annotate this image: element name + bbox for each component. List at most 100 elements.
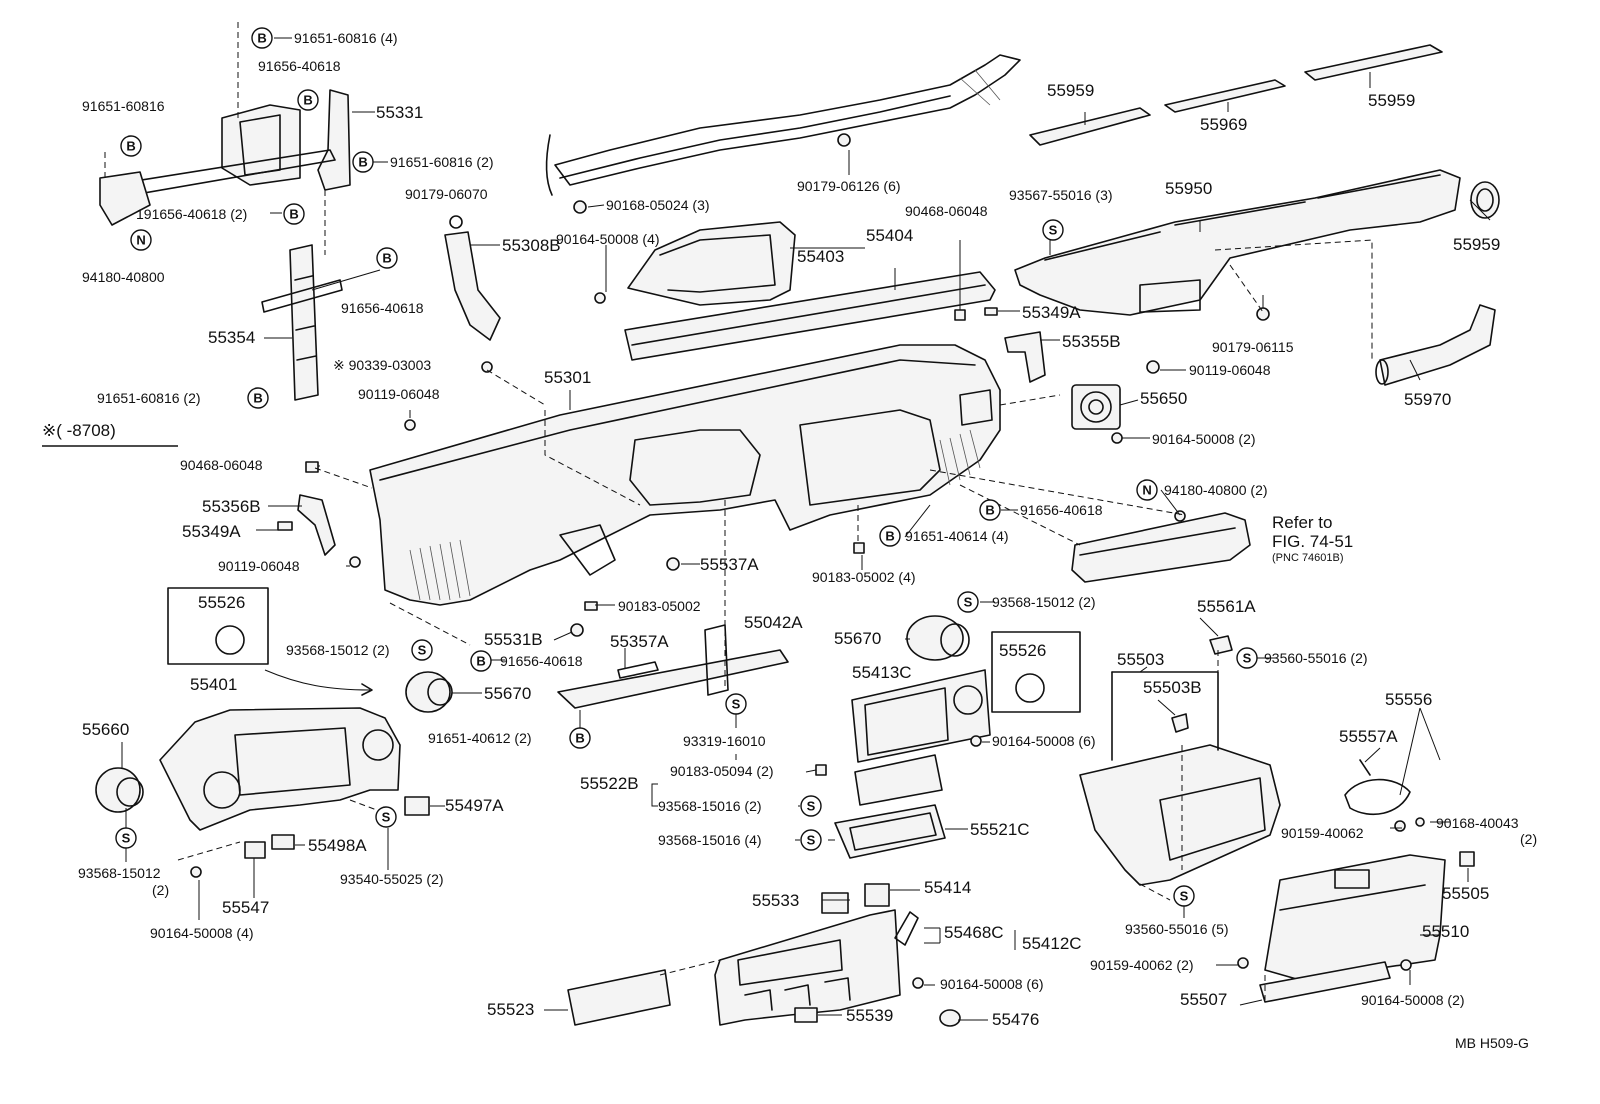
refer-line2: FIG. 74-51 (1272, 532, 1353, 551)
part-label-90468-06048-b: 90468-06048 (180, 457, 263, 473)
meter-hood-55401 (159, 707, 401, 831)
part-label-55404: 55404 (866, 226, 913, 245)
badge-n: N (130, 229, 152, 251)
svg-text:S: S (122, 831, 131, 846)
part-label-55522b: 55522B (580, 774, 639, 793)
badge-n: N (1136, 479, 1158, 501)
part-label-55959-c: 55959 (1453, 235, 1500, 254)
part-label-55042a: 55042A (744, 613, 803, 632)
part-label-93568-15016-2: 93568-15016 (2) (658, 798, 762, 814)
svg-text:S: S (807, 799, 816, 814)
part-label-55356b: 55356B (202, 497, 261, 516)
part-label-90183-05094: 90183-05094 (2) (670, 763, 774, 779)
pad-55403 (627, 221, 796, 306)
lock-cable-55556 (1344, 759, 1411, 816)
part-label-90179-06070: 90179-06070 (405, 186, 488, 202)
badge-s: S (957, 591, 979, 613)
striker-55505 (1459, 851, 1475, 867)
svg-text:B: B (126, 139, 135, 154)
part-label-55521c: 55521C (970, 820, 1030, 839)
strip-55468c (894, 911, 919, 946)
part-label-55497a: 55497A (445, 796, 504, 815)
part-label-55547: 55547 (222, 898, 269, 917)
badge-b: B (247, 387, 269, 409)
knee-pad-ref (1071, 512, 1251, 583)
switch-55547 (244, 841, 266, 859)
part-label-55414: 55414 (924, 878, 971, 897)
svg-text:B: B (575, 731, 584, 746)
svg-text:S: S (1180, 889, 1189, 904)
fasteners (190, 133, 1425, 989)
svg-text:B: B (253, 391, 262, 406)
part-label-90159-40062-b: 90159-40062 (2) (1090, 957, 1194, 973)
part-label-93540-55025: 93540-55025 (2) (340, 871, 444, 887)
part-label-55959-b: 55959 (1368, 91, 1415, 110)
vent-ring-55959 (1470, 181, 1500, 219)
svg-text:B: B (303, 93, 312, 108)
part-label-93568-15012-qty: (2) (152, 882, 169, 898)
assembly-lines (104, 22, 1373, 1000)
frame-55413c (851, 669, 991, 763)
badge-s: S (800, 795, 822, 817)
svg-text:B: B (476, 654, 485, 669)
badge-b: B (352, 151, 374, 173)
hinge-55561a (1209, 635, 1233, 655)
badge-s: S (375, 806, 397, 828)
vent-55969 (1164, 79, 1286, 113)
upper-panel-rail (545, 54, 1021, 196)
part-label-91656-40618-a: 91656-40618 (258, 58, 341, 74)
part-label-55950: 55950 (1165, 179, 1212, 198)
part-label-93560-55016-5: 93560-55016 (5) (1125, 921, 1229, 937)
part-label-55531b: 55531B (484, 630, 543, 649)
part-label-91656-40618-d: 91656-40618 (500, 653, 583, 669)
switch-55533 (821, 892, 849, 914)
badge-s: S (1173, 885, 1195, 907)
part-label-91651-60816-4: 91651-60816 (4) (294, 30, 398, 46)
part-label-90119-06048-a: 90119-06048 (1189, 362, 1271, 378)
part-label-55349a-a: 55349A (1022, 303, 1081, 322)
part-label-91656-40618-b: 91656-40618 (341, 300, 424, 316)
badge-s: S (1042, 219, 1064, 241)
hose-55970 (1375, 304, 1496, 386)
speaker-55650 (1071, 384, 1121, 430)
badge-b: B (120, 135, 142, 157)
badge-b: B (376, 247, 398, 269)
part-label-93568-15012: 93568-15012 (78, 865, 161, 881)
part-label-90168-40043-qty: (2) (1520, 831, 1537, 847)
part-label-55503: 55503 (1117, 650, 1164, 669)
part-label-55526-a: 55526 (198, 593, 245, 612)
duct-55308b (444, 215, 501, 341)
part-label-90339-03003: ※ 90339-03003 (333, 357, 431, 373)
part-label-55670-a: 55670 (484, 684, 531, 703)
lower-panel-55412c (714, 909, 901, 1026)
refer-line1: Refer to (1272, 513, 1332, 532)
inset-box-55526-right (991, 631, 1081, 713)
part-label-55556: 55556 (1385, 690, 1432, 709)
clip-55476 (939, 1009, 961, 1027)
part-label-55670-b: 55670 (834, 629, 881, 648)
part-label-55349a-b: 55349A (182, 522, 241, 541)
svg-text:B: B (289, 207, 298, 222)
pad-55404 (624, 271, 996, 361)
refer-note: Refer to FIG. 74-51 (PNC 74601B) (1272, 513, 1353, 564)
svg-text:B: B (358, 155, 367, 170)
svg-text:S: S (418, 643, 427, 658)
part-label-90119-06048-b: 90119-06048 (358, 386, 440, 402)
part-label-91651-60816-2a: 91651-60816 (2) (390, 154, 494, 170)
knob-55660 (95, 767, 144, 813)
part-label-55498a: 55498A (308, 836, 367, 855)
part-label-91651-60816-2b: 91651-60816 (2) (97, 390, 201, 406)
badge-s: S (1236, 647, 1258, 669)
svg-text:S: S (1243, 651, 1252, 666)
part-label-94180-40800-2: 94180-40800 (2) (1164, 482, 1268, 498)
note-text: ※( -8708) (42, 421, 116, 440)
part-label-90183-05002: 90183-05002 (618, 598, 701, 614)
part-label-93567-55016: 93567-55016 (3) (1009, 187, 1113, 203)
svg-text:S: S (964, 595, 973, 610)
part-label-90164-50008-6b: 90164-50008 (6) (940, 976, 1044, 992)
damper-55503b (1171, 713, 1189, 733)
part-label-55650: 55650 (1140, 389, 1187, 408)
part-label-90183-05002-4: 90183-05002 (4) (812, 569, 916, 585)
